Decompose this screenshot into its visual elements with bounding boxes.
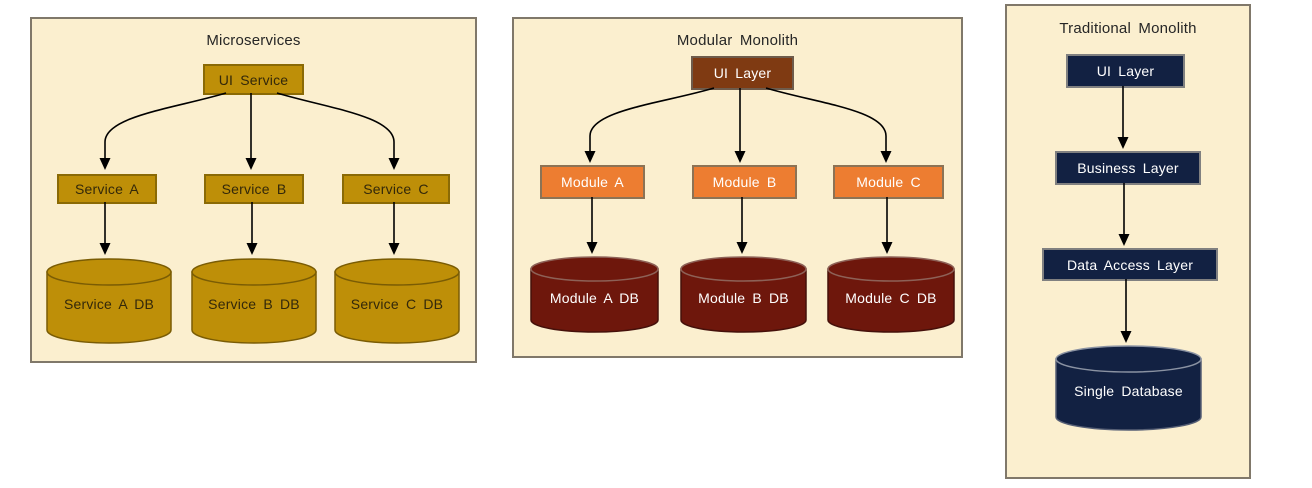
service-b-db-label: Service B DB [208, 296, 300, 313]
database-cylinder-icon [530, 256, 659, 333]
service-a-db-cylinder: Service A DB [46, 258, 172, 344]
module-c-node: Module C [833, 165, 944, 199]
service-c-db-label: Service C DB [350, 296, 444, 313]
ui-service-node: UI Service [203, 64, 304, 95]
ui-service-label: UI Service [218, 71, 289, 88]
single-database-label: Single Database [1074, 383, 1183, 400]
module-b-db-cylinder: Module B DB [680, 256, 807, 333]
service-b-label: Service B [221, 181, 287, 197]
service-b-db-cylinder: Service B DB [191, 258, 317, 344]
ui-layer-label-modular: UI Layer [713, 65, 772, 81]
service-a-node: Service A [57, 174, 157, 204]
module-a-node: Module A [540, 165, 645, 199]
module-b-label: Module B [712, 174, 777, 190]
service-a-db-label: Service A DB [63, 296, 155, 313]
data-access-layer-label: Data Access Layer [1066, 256, 1194, 273]
microservices-panel: Microservices UI Service Service A Servi… [30, 17, 477, 363]
service-b-node: Service B [204, 174, 304, 204]
traditional-monolith-title: Traditional Monolith [1059, 20, 1197, 37]
service-c-node: Service C [342, 174, 450, 204]
module-b-db-label: Module B DB [698, 289, 789, 306]
module-c-db-cylinder: Module C DB [827, 256, 955, 333]
module-a-db-cylinder: Module A DB [530, 256, 659, 333]
business-layer-label: Business Layer [1077, 160, 1179, 176]
ui-layer-node-modular: UI Layer [691, 56, 794, 90]
business-layer-node: Business Layer [1055, 151, 1201, 185]
service-a-label: Service A [75, 181, 139, 197]
database-cylinder-icon [46, 258, 172, 344]
ui-layer-label-traditional: UI Layer [1096, 63, 1155, 79]
database-cylinder-icon [680, 256, 807, 333]
module-c-label: Module C [856, 174, 921, 190]
ui-layer-node-traditional: UI Layer [1066, 54, 1185, 88]
single-database-cylinder: Single Database [1055, 345, 1202, 431]
traditional-monolith-panel: Traditional Monolith UI Layer Business L… [1005, 4, 1251, 479]
data-access-layer-node: Data Access Layer [1042, 248, 1218, 281]
database-cylinder-icon [827, 256, 955, 333]
microservices-title: Microservices [206, 32, 301, 49]
database-cylinder-icon [191, 258, 317, 344]
module-c-db-label: Module C DB [845, 289, 937, 306]
service-c-db-cylinder: Service C DB [334, 258, 460, 344]
modular-monolith-title: Modular Monolith [676, 32, 799, 49]
modular-monolith-panel: Modular Monolith UI Layer Module A Modul… [512, 17, 963, 358]
database-cylinder-icon [1055, 345, 1202, 431]
module-b-node: Module B [692, 165, 797, 199]
database-cylinder-icon [334, 258, 460, 344]
service-c-label: Service C [363, 181, 429, 197]
module-a-db-label: Module A DB [549, 289, 640, 306]
module-a-label: Module A [561, 174, 624, 190]
